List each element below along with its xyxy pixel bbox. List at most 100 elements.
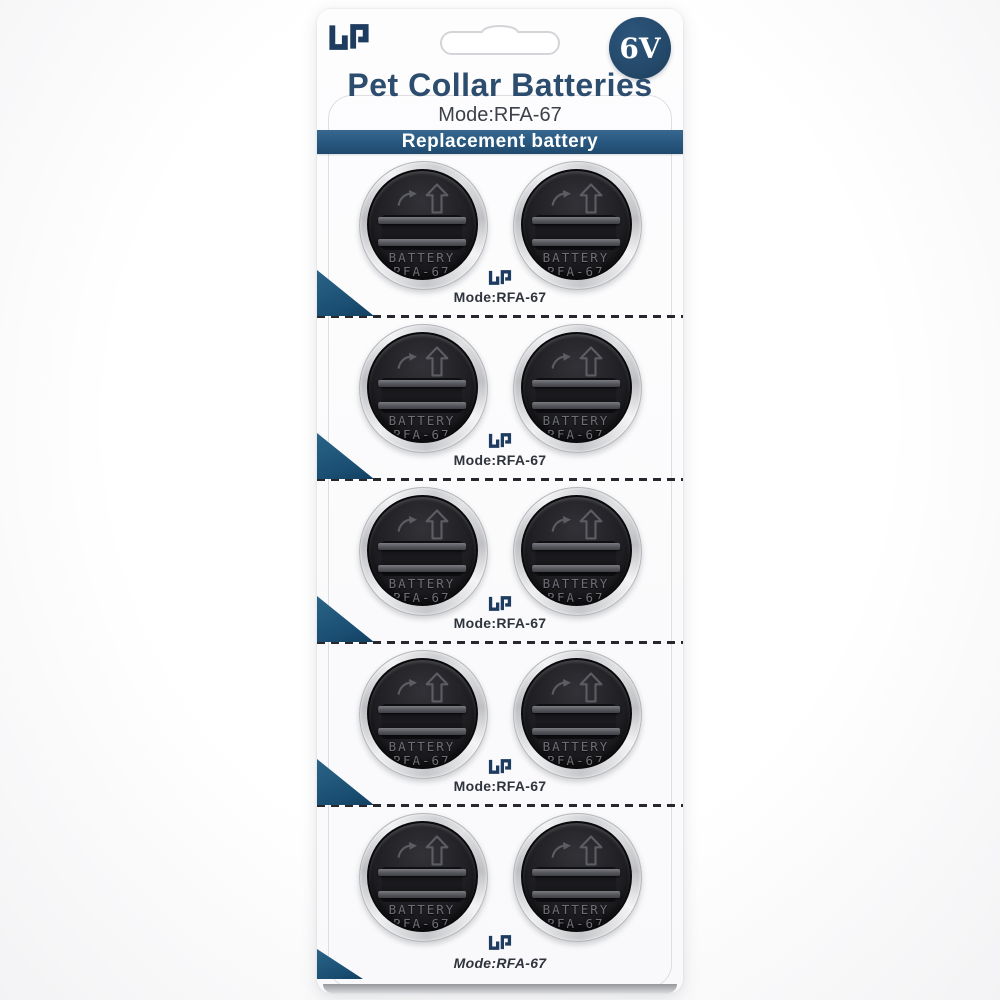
curved-arrow-icon: [397, 190, 420, 207]
battery-row: BATTERY RFA-67 BATTERY RFA-67: [317, 318, 683, 481]
perforation-line: [317, 315, 683, 318]
product-title: Pet Collar Batteries: [347, 67, 653, 103]
battery-blister-dome: BATTERY RFA-67: [512, 161, 642, 290]
battery-slot-bar: [378, 380, 466, 387]
blister-card: 6V Pet Collar Batteries Mode:RFA-67 Repl…: [317, 9, 683, 993]
lp-brand-logo-small-icon: [487, 432, 513, 449]
battery-slot-bar: [532, 891, 620, 898]
replacement-banner: Replacement battery: [317, 130, 683, 154]
battery: BATTERY RFA-67: [366, 169, 478, 280]
battery-dome-pair: BATTERY RFA-67 BATTERY RFA-67: [317, 155, 683, 290]
battery-label-line2: RFA-67: [393, 753, 451, 768]
row-model-number: Mode:RFA-67: [453, 955, 547, 971]
battery-label: BATTERY RFA-67: [369, 903, 476, 931]
battery: BATTERY RFA-67: [520, 658, 632, 769]
perforation-line: [317, 478, 683, 481]
pull-up-arrow-icon: [578, 671, 605, 703]
battery-slot-bar: [532, 543, 620, 550]
lp-brand-logo-small-icon: [487, 758, 513, 775]
battery-blister-dome: BATTERY RFA-67: [358, 650, 488, 779]
battery-label: BATTERY RFA-67: [369, 577, 476, 605]
pull-up-arrow-icon: [578, 508, 605, 540]
battery-label: BATTERY RFA-67: [523, 903, 630, 931]
row-model-number: Mode:RFA-67: [453, 615, 547, 631]
battery-label-line2: RFA-67: [393, 590, 451, 605]
battery-label: BATTERY RFA-67: [369, 740, 476, 768]
battery-slot-bar: [532, 565, 620, 572]
battery-label-line2: RFA-67: [547, 753, 605, 768]
replacement-banner-label: Replacement battery: [401, 131, 599, 152]
lp-brand-logo-small-icon: [487, 934, 513, 951]
battery-label-line1: BATTERY: [542, 902, 610, 917]
row-model-number: Mode:RFA-67: [453, 289, 547, 305]
battery-blister-dome: BATTERY RFA-67: [358, 487, 488, 616]
battery-label-line1: BATTERY: [388, 250, 456, 265]
pull-up-arrow-icon: [424, 834, 451, 866]
battery-slot-bar: [378, 891, 466, 898]
battery-label-line1: BATTERY: [388, 576, 456, 591]
curved-arrow-icon: [551, 190, 574, 207]
euro-slot-icon: [440, 25, 560, 55]
card-bottom-edge: [323, 984, 677, 993]
battery-slot-bar: [378, 239, 466, 246]
battery-slot-bar: [532, 380, 620, 387]
battery-dome-pair: BATTERY RFA-67 BATTERY RFA-67: [317, 644, 683, 779]
battery: BATTERY RFA-67: [520, 821, 632, 932]
battery-row: BATTERY RFA-67 BATTERY RFA-67: [317, 807, 683, 987]
pull-up-arrow-icon: [578, 345, 605, 377]
battery-slot-bar: [532, 239, 620, 246]
battery-label-line1: BATTERY: [542, 413, 610, 428]
hang-hole: [438, 22, 562, 58]
row-model-number: Mode:RFA-67: [453, 452, 547, 468]
battery-slot-bar: [378, 217, 466, 224]
battery-label: BATTERY RFA-67: [523, 251, 630, 279]
battery-label-line2: RFA-67: [547, 427, 605, 442]
lp-brand-logo-small-icon: [487, 595, 513, 612]
curved-arrow-icon: [397, 516, 420, 533]
voltage-badge-label: 6V: [619, 31, 661, 65]
battery-label-line2: RFA-67: [547, 590, 605, 605]
battery: BATTERY RFA-67: [520, 169, 632, 280]
curved-arrow-icon: [551, 842, 574, 859]
battery-slot-bar: [532, 217, 620, 224]
perforation-line: [317, 641, 683, 644]
battery-dome-pair: BATTERY RFA-67 BATTERY RFA-67: [317, 318, 683, 453]
battery: BATTERY RFA-67: [366, 332, 478, 443]
battery-blister-dome: BATTERY RFA-67: [358, 161, 488, 290]
battery: BATTERY RFA-67: [520, 495, 632, 606]
battery-label: BATTERY RFA-67: [369, 251, 476, 279]
battery-label-line1: BATTERY: [542, 576, 610, 591]
battery-label-line1: BATTERY: [388, 413, 456, 428]
pull-up-arrow-icon: [424, 508, 451, 540]
battery-slot-bar: [378, 565, 466, 572]
battery-blister-dome: BATTERY RFA-67: [358, 324, 488, 453]
curved-arrow-icon: [397, 842, 420, 859]
battery-slot-bar: [378, 402, 466, 409]
lp-brand-logo-small-icon: [487, 269, 513, 286]
pull-up-arrow-icon: [424, 671, 451, 703]
voltage-badge: 6V: [609, 17, 671, 79]
pull-up-arrow-icon: [578, 834, 605, 866]
curved-arrow-icon: [397, 353, 420, 370]
battery-blister-dome: BATTERY RFA-67: [512, 324, 642, 453]
battery-slot-bar: [378, 728, 466, 735]
battery-slot-bar: [378, 869, 466, 876]
battery-slot-bar: [532, 706, 620, 713]
battery-slot-bar: [532, 402, 620, 409]
battery-label: BATTERY RFA-67: [523, 740, 630, 768]
battery-dome-pair: BATTERY RFA-67 BATTERY RFA-67: [317, 481, 683, 616]
battery-label-line2: RFA-67: [547, 264, 605, 279]
pull-up-arrow-icon: [578, 182, 605, 214]
battery-label-line1: BATTERY: [542, 739, 610, 754]
curved-arrow-icon: [551, 679, 574, 696]
battery-label-line1: BATTERY: [388, 739, 456, 754]
row-model-number: Mode:RFA-67: [453, 778, 547, 794]
battery-slot-bar: [532, 728, 620, 735]
battery: BATTERY RFA-67: [520, 332, 632, 443]
battery-row: BATTERY RFA-67 BATTERY RFA-67: [317, 644, 683, 807]
battery-label: BATTERY RFA-67: [523, 577, 630, 605]
battery: BATTERY RFA-67: [366, 821, 478, 932]
battery-label-line2: RFA-67: [393, 916, 451, 931]
battery-blister-dome: BATTERY RFA-67: [512, 813, 642, 942]
perforation-line: [317, 804, 683, 807]
